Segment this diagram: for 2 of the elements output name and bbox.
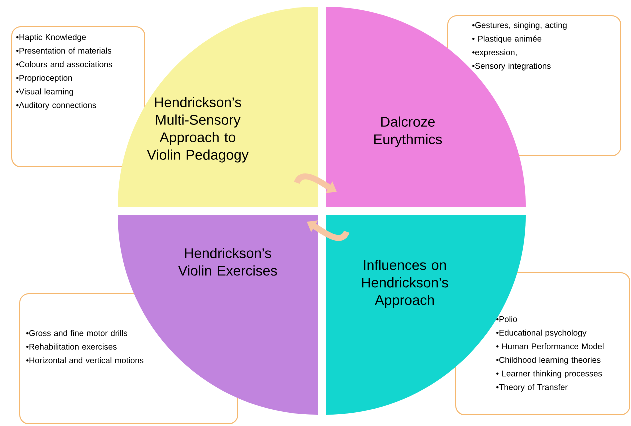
quadrant-sector: Hendrickson’s Multi-Sensory Approach to Violin Pedagogy (118, 7, 318, 207)
callout-box: •Haptic Knowledge •Presentation of materials •Colours and associations •Proprioception •Visual learning •Auditory connections (12, 26, 146, 168)
